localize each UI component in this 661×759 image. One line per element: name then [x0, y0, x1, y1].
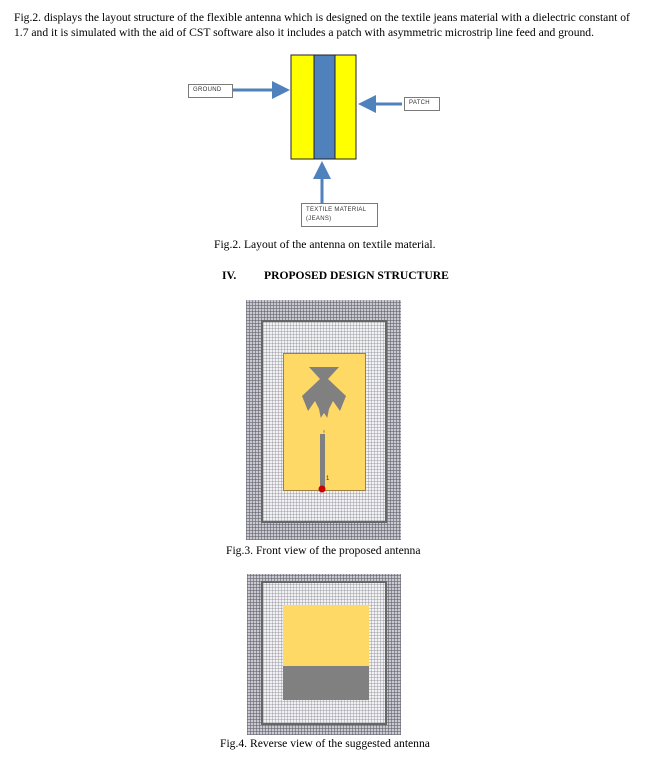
label-ground: GROUND	[188, 84, 233, 98]
label-patch: PATCH	[404, 97, 440, 111]
figure-2-caption: Fig.2. Layout of the antenna on textile …	[214, 238, 436, 251]
figure-3-front-view: 1	[246, 300, 401, 540]
figure-4-caption: Fig.4. Reverse view of the suggested ant…	[220, 737, 430, 750]
port-marker	[318, 485, 326, 493]
figure-2-diagram	[233, 54, 402, 203]
section-heading: IV. PROPOSED DESIGN STRUCTURE	[222, 269, 449, 282]
antenna-patch-shape	[302, 367, 346, 493]
label-textile-line2: (JEANS)	[306, 216, 332, 222]
port-label: 1	[326, 476, 330, 482]
figure-4-reverse-view	[247, 574, 401, 735]
section-number: IV.	[222, 269, 237, 282]
layer-left-yellow	[290, 54, 315, 160]
substrate-rear	[283, 605, 369, 666]
section-title: PROPOSED DESIGN STRUCTURE	[264, 269, 449, 282]
body-paragraph: Fig.2. displays the layout structure of …	[14, 11, 630, 39]
ground-plane	[283, 666, 369, 700]
label-textile-material: TEXTILE MATERIAL (JEANS)	[301, 203, 378, 227]
layer-right-yellow	[334, 54, 357, 160]
figure-3-caption: Fig.3. Front view of the proposed antenn…	[226, 544, 421, 557]
layer-middle-blue	[313, 54, 336, 160]
label-textile-line1: TEXTILE MATERIAL	[306, 207, 367, 213]
